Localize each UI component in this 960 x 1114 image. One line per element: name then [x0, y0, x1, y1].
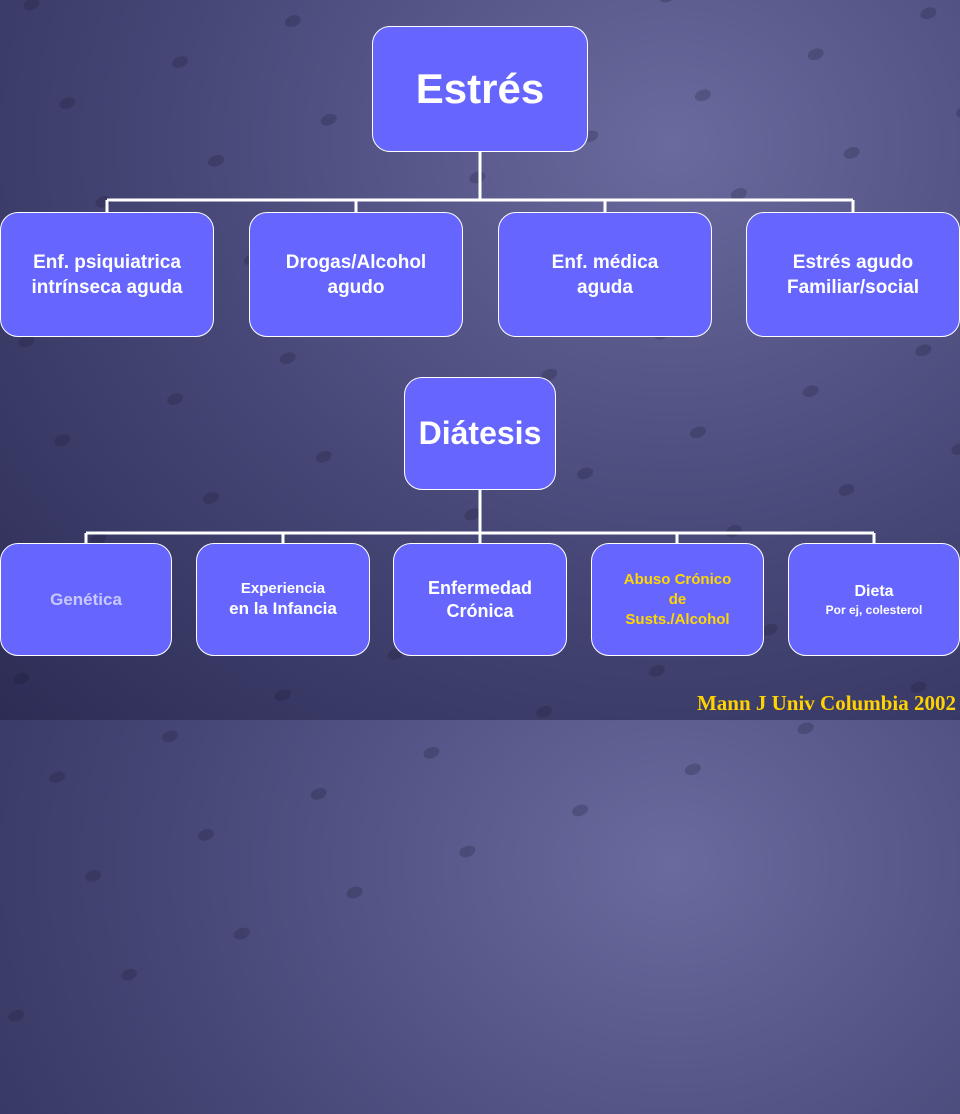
stress-child-label: Drogas/Alcohol agudo [285, 251, 427, 298]
stress-root-label: Estrés [415, 65, 545, 112]
stress-root-node: Estrés [372, 26, 588, 152]
diathesis-child-label: Abuso Crónico de Susts./Alcohol [623, 570, 732, 628]
diathesis-child-label: Enfermedad Crónica [427, 577, 533, 621]
diathesis-child-label-line2: en la Infancia [229, 599, 337, 618]
diathesis-root-label: Diátesis [418, 415, 542, 451]
diathesis-child-childhood: Experiencia en la Infancia [196, 543, 370, 656]
diathesis-root-node: Diátesis [404, 377, 556, 490]
diathesis-child-chronic-disease: Enfermedad Crónica [393, 543, 567, 656]
diathesis-child-label-line1: Experiencia [240, 580, 326, 597]
diathesis-child-label-line1: Dieta [854, 583, 894, 600]
connector-lines [0, 0, 960, 720]
diathesis-child-genetics: Genética [0, 543, 172, 656]
stress-child-family: Estrés agudo Familiar/social [746, 212, 960, 337]
stress-child-drugs: Drogas/Alcohol agudo [249, 212, 463, 337]
stress-child-medical: Enf. médica aguda [498, 212, 712, 337]
diathesis-child-substance-abuse: Abuso Crónico de Susts./Alcohol [591, 543, 764, 656]
stress-child-psychiatric: Enf. psiquiatrica intrínseca aguda [0, 212, 214, 337]
diathesis-child-label: Genética [50, 589, 122, 609]
stress-child-label: Enf. médica aguda [551, 251, 659, 298]
stress-child-label: Enf. psiquiatrica intrínseca aguda [31, 251, 183, 298]
diathesis-child-label-line2: Por ej, colesterol [825, 603, 923, 617]
citation-label: Mann J Univ Columbia 2002 [696, 691, 956, 715]
stress-child-label: Estrés agudo Familiar/social [786, 251, 919, 298]
diathesis-child-diet: Dieta Por ej, colesterol [788, 543, 960, 656]
